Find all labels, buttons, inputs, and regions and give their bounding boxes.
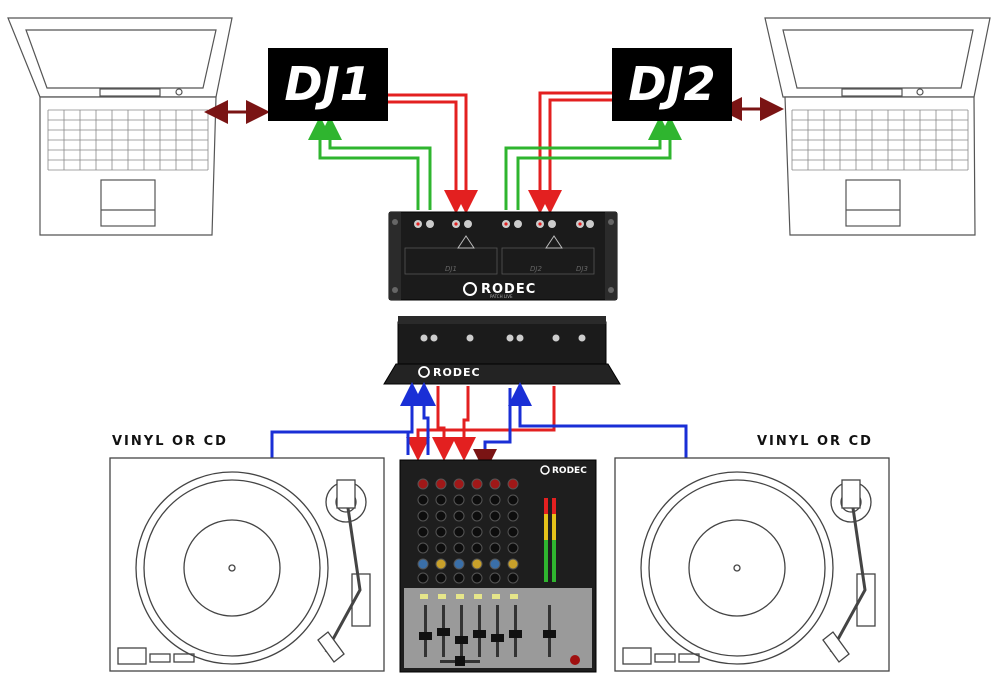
mixer-knob <box>435 558 447 570</box>
mixer-knob <box>453 558 465 570</box>
mixer-knob <box>507 526 519 538</box>
turntable-icon-left <box>109 457 385 672</box>
turntable-icon-right <box>614 457 890 672</box>
mixer-knob <box>417 558 429 570</box>
audio-interface-unit <box>383 316 621 385</box>
mixer-knob <box>435 478 447 490</box>
mixer-knob <box>417 494 429 506</box>
mixer-knob <box>417 542 429 554</box>
mixer-knob <box>417 478 429 490</box>
mixer-knob <box>489 572 501 584</box>
source-label-left: VINYL OR CD <box>112 434 228 449</box>
mixer-knob <box>489 510 501 522</box>
laptop-icon-right <box>764 17 991 236</box>
mixer-knob <box>507 572 519 584</box>
mixer-knob <box>471 494 483 506</box>
dj2-box <box>612 48 732 121</box>
mixer-knob <box>507 558 519 570</box>
mixer-knob <box>507 478 519 490</box>
mixer-knob <box>453 526 465 538</box>
laptop-icon-left <box>7 17 233 236</box>
mixer-unit <box>399 459 597 673</box>
mixer-knob <box>489 526 501 538</box>
mixer-knob <box>507 510 519 522</box>
mixer-knob <box>417 510 429 522</box>
patch-channel-dj2: DJ2 <box>530 265 542 273</box>
mixer-knob <box>435 572 447 584</box>
dj2-label: DJ2 <box>628 57 715 111</box>
mixer-knob <box>471 558 483 570</box>
mixer-knob <box>489 558 501 570</box>
mixer-knob <box>489 478 501 490</box>
mixer-knob <box>417 572 429 584</box>
mixer-knob <box>489 494 501 506</box>
patch-channel-dj1: DJ1 <box>445 265 457 273</box>
mixer-logo-icon <box>540 465 550 475</box>
mixer-knob <box>471 526 483 538</box>
mixer-knob <box>435 510 447 522</box>
mixer-knob <box>453 494 465 506</box>
dj1-cables <box>308 93 478 214</box>
mixer-knob <box>453 478 465 490</box>
dj2-cables <box>504 91 682 214</box>
patch-live-unit <box>388 211 618 301</box>
interface-logo-icon <box>418 366 430 378</box>
mixer-knob <box>507 494 519 506</box>
interface-cables <box>270 382 688 473</box>
mixer-knob <box>453 572 465 584</box>
dj1-label: DJ1 <box>284 57 371 111</box>
mixer-knob <box>453 542 465 554</box>
mixer-brand: RODEC <box>552 466 587 476</box>
mixer-knob <box>453 510 465 522</box>
patch-brand: RODEC <box>481 282 536 297</box>
dj1-box <box>268 48 388 121</box>
mixer-knob <box>471 542 483 554</box>
source-label-right: VINYL OR CD <box>757 434 873 449</box>
mixer-knob <box>435 526 447 538</box>
mixer-knob <box>471 478 483 490</box>
mixer-knob <box>507 542 519 554</box>
mixer-knob <box>435 494 447 506</box>
patch-logo-icon <box>463 282 477 296</box>
mixer-knob <box>471 572 483 584</box>
patch-channel-dj3: DJ3 <box>576 265 588 273</box>
mixer-knob <box>417 526 429 538</box>
mixer-knob <box>471 510 483 522</box>
mixer-knob <box>435 542 447 554</box>
interface-brand: RODEC <box>433 366 481 379</box>
mixer-knob <box>489 542 501 554</box>
patch-subtitle: PATCH LIVE <box>490 294 513 299</box>
